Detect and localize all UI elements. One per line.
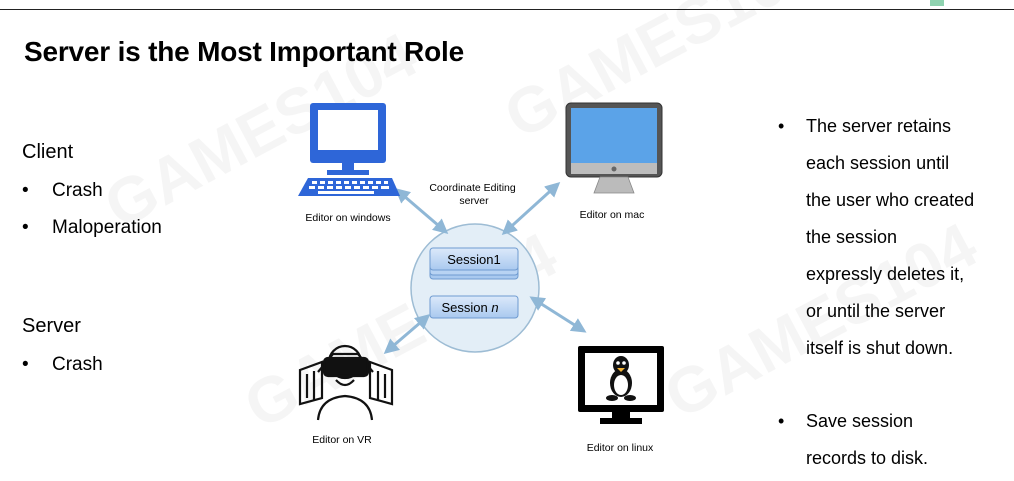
right-bullet-retains: • The server retains each session until …: [778, 116, 975, 358]
client-bullet-maloperation: •Maloperation: [22, 217, 162, 238]
server-heading: Server: [22, 315, 81, 337]
right-notes: • The server retains each session until …: [778, 108, 1008, 477]
right-bullet-save: • Save session records to disk.: [778, 411, 929, 468]
windows-pc-icon: [298, 103, 400, 196]
page-title: Server is the Most Important Role: [24, 36, 464, 67]
top-rule: [0, 9, 1014, 10]
svg-text:Session n: Session n: [441, 300, 498, 315]
session1-label: Session1: [447, 252, 500, 267]
client-heading: Client: [22, 141, 74, 163]
mac-icon: [565, 102, 663, 194]
coordinate-label: Coordinate Editing server: [429, 182, 518, 207]
arrow-linux: [529, 296, 587, 333]
session1-box: [429, 247, 519, 271]
arrow-mac: [501, 181, 561, 236]
tux-icon: [606, 356, 636, 401]
client-bullet-crash: •Crash: [22, 180, 103, 201]
editor-linux-label: Editor on linux: [587, 442, 654, 454]
arrow-windows: [394, 188, 449, 234]
session1-stack: Session1: [429, 247, 519, 280]
server-circle: [410, 223, 540, 353]
editor-vr-label: Editor on VR: [312, 434, 372, 446]
vr-headset-icon: [298, 344, 394, 421]
top-accent: [930, 0, 944, 6]
session-n-variable: n: [491, 300, 498, 315]
coordinate-label-line1: Coordinate Editing: [429, 182, 516, 194]
editor-mac-label: Editor on mac: [580, 209, 645, 221]
coordinate-label-line2: server: [459, 195, 489, 207]
linux-pc-icon: [578, 346, 664, 424]
arrow-vr: [383, 314, 431, 354]
session-n-label: Session: [441, 300, 487, 315]
connection-arrows: [383, 181, 587, 354]
server-bullet-crash: •Crash: [22, 354, 103, 375]
session-n-box: Session n: [429, 295, 519, 319]
editor-windows-label: Editor on windows: [305, 212, 390, 224]
